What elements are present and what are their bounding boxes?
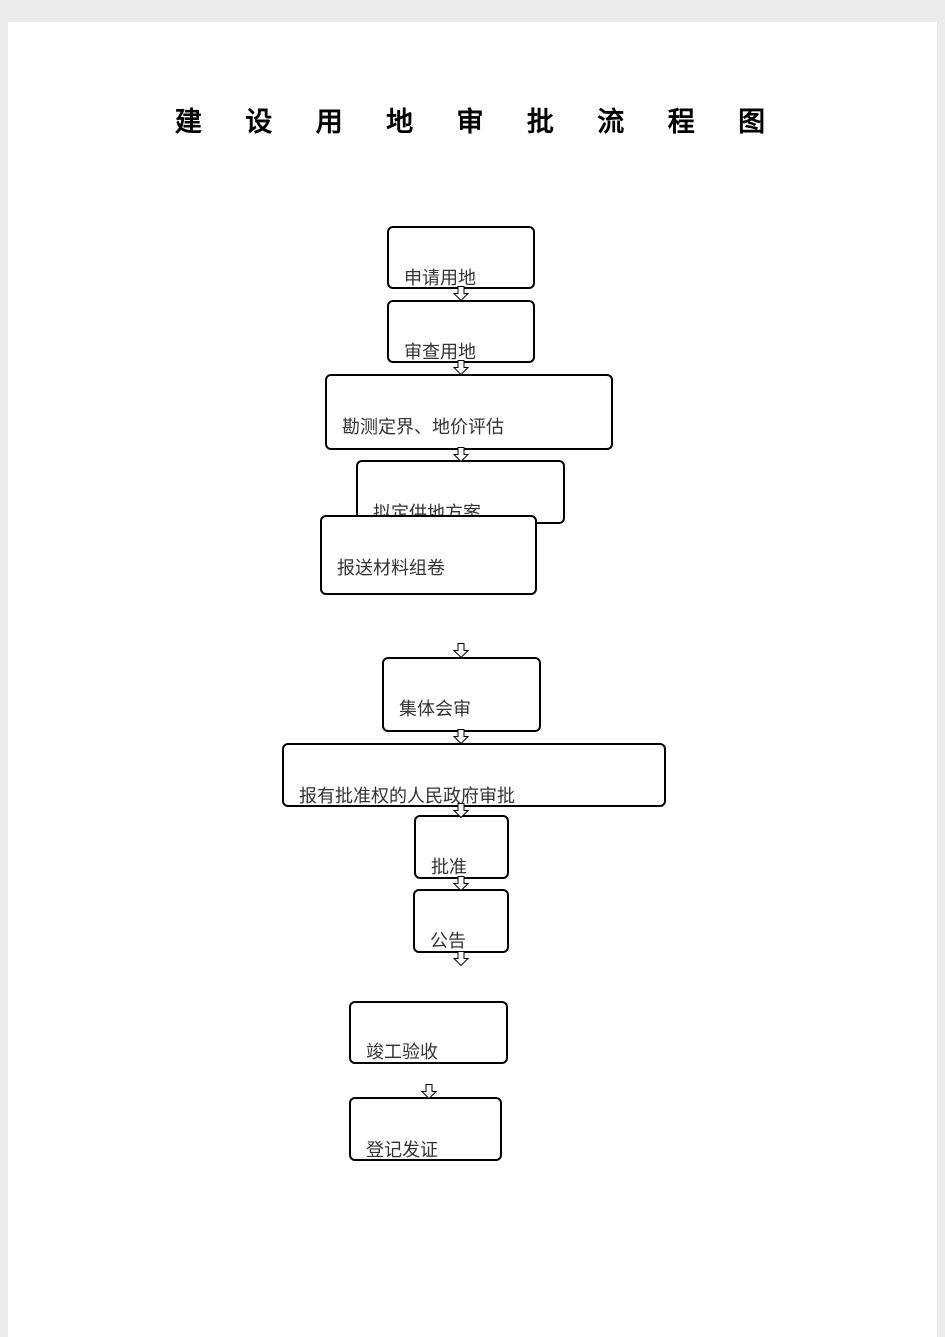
step-submit-label: 报送材料组卷 — [337, 558, 445, 579]
step-meeting-box — [382, 657, 541, 732]
step-survey-label: 勘测定界、地价评估 — [342, 417, 504, 438]
down-arrow-icon — [453, 876, 469, 891]
step-approve-box — [414, 815, 509, 879]
down-arrow-icon — [453, 729, 469, 744]
step-announce-label: 公告 — [430, 931, 466, 952]
down-arrow-icon — [453, 447, 469, 462]
step-submit-box — [320, 515, 537, 595]
step-apply-box — [387, 226, 535, 289]
down-arrow-icon — [453, 803, 469, 818]
down-arrow-icon — [421, 1084, 437, 1099]
step-meeting-label: 集体会审 — [399, 699, 471, 720]
step-completion-box — [349, 1001, 508, 1064]
step-completion-label: 竣工验收 — [366, 1042, 438, 1063]
step-register-box — [349, 1097, 502, 1161]
step-apply-label: 申请用地 — [404, 268, 476, 289]
down-arrow-icon — [453, 643, 469, 658]
page-title: 建 设 用 地 审 批 流 程 图 — [174, 107, 783, 138]
step-approve-label: 批准 — [431, 857, 467, 878]
down-arrow-icon — [453, 951, 469, 966]
down-arrow-icon — [453, 360, 469, 375]
step-review-label: 审查用地 — [404, 342, 476, 363]
down-arrow-icon — [453, 286, 469, 301]
step-survey-box — [325, 374, 613, 450]
step-government-box — [282, 743, 666, 807]
step-register-label: 登记发证 — [366, 1140, 438, 1161]
step-government-label: 报有批准权的人民政府审批 — [299, 786, 515, 807]
